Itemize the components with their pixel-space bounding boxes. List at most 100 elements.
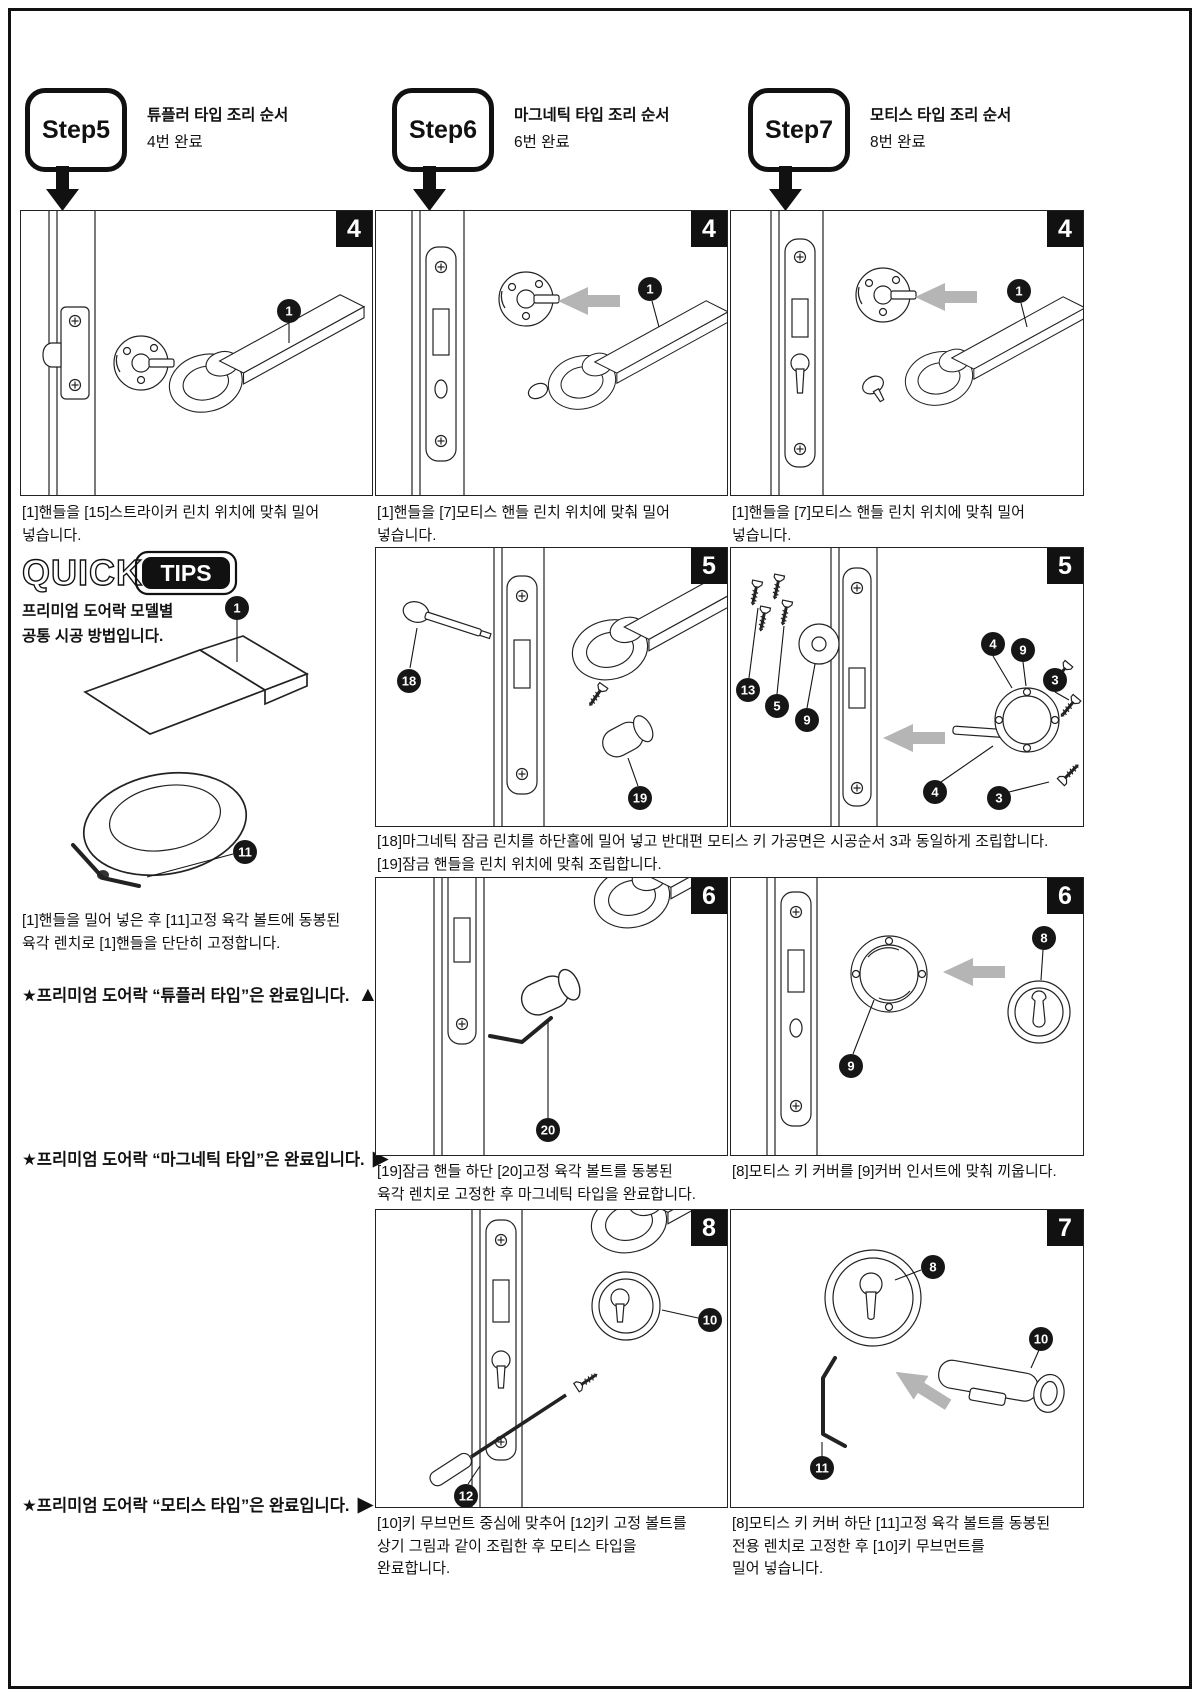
svg-text:1: 1: [1015, 284, 1022, 299]
lever-handle: [899, 296, 1083, 413]
quick-tips-logo: QUICK TIPS: [21, 550, 238, 596]
callout-10: 10: [698, 1308, 722, 1332]
down-arrow-icon: [46, 166, 79, 211]
callout-11: 11: [233, 840, 257, 864]
screw: [776, 598, 795, 629]
panel-step6-4: 4 1: [375, 210, 728, 496]
step7-badge: Step7: [748, 88, 850, 172]
svg-text:12: 12: [459, 1489, 473, 1504]
caption-step6-6: [19]잠금 핸들 하단 [20]고정 육각 볼트를 동봉된 육각 렌치로 고정…: [377, 1163, 696, 1203]
svg-text:20: 20: [541, 1123, 555, 1138]
hex-wrench-icon: [71, 843, 141, 888]
svg-text:19: 19: [633, 791, 647, 806]
callout-1: 1: [1007, 279, 1031, 303]
step5-title: 튜플러 타입 조리 순서: [147, 107, 289, 124]
panel-number-badge: 6: [1047, 878, 1083, 914]
svg-text:4: 4: [931, 785, 939, 800]
callout-13: 13: [736, 678, 760, 702]
lock-thumbturn: [515, 965, 585, 1021]
note-mortise-complete: ★프리미엄 도어락 “모티스 타입”은 완료입니다. ▶: [22, 1492, 374, 1516]
push-arrow-icon: [883, 724, 945, 752]
door-edge: [433, 878, 485, 1155]
panel-step5-4: 4 1: [20, 210, 373, 496]
door-edge: [830, 548, 878, 826]
callout-10: 10: [1029, 1327, 1053, 1351]
callout-18: 18: [397, 669, 421, 693]
door-edge: [766, 878, 818, 1155]
step7-subtitle: 8번 완료: [870, 134, 926, 152]
step7-title: 모티스 타입 조리 순서: [870, 107, 1012, 124]
handle-fixing-illustration: 1 11: [71, 596, 309, 888]
oval-part: [527, 382, 549, 400]
screw: [746, 578, 765, 609]
svg-text:4: 4: [989, 637, 997, 652]
callout-9a: 9: [795, 708, 819, 732]
svg-text:9: 9: [1019, 643, 1026, 658]
cylinder-cam-part: [862, 375, 885, 403]
panel-number-badge: 5: [1047, 548, 1083, 584]
svg-text:3: 3: [995, 791, 1002, 806]
lock-thumbturn: [597, 712, 658, 763]
svg-text:18: 18: [402, 674, 416, 689]
panel-number-badge: 6: [691, 878, 727, 914]
door-edge: [493, 548, 545, 826]
door-edge: [411, 211, 465, 495]
panel-number-badge: 4: [1047, 211, 1083, 247]
hex-wrench-icon: [821, 1356, 847, 1448]
callout-9b: 9: [1011, 638, 1035, 662]
screwdriver-handle: [429, 1452, 473, 1487]
svg-text:1: 1: [233, 601, 240, 616]
step5-badge: Step5: [25, 88, 127, 172]
caption-row2: [18]마그네틱 잠금 린치를 하단홀에 밀어 넣고 반대편 모티스 키 가공면…: [377, 833, 1049, 873]
svg-text:9: 9: [803, 713, 810, 728]
panel-number-badge: 4: [691, 211, 727, 247]
panel-number-badge: 8: [691, 1210, 727, 1246]
quick-logo-text: QUICK: [22, 552, 143, 593]
screw: [768, 572, 787, 603]
mortise-key-cover: [1007, 980, 1071, 1044]
screw: [1055, 692, 1083, 722]
push-arrow-icon: [558, 287, 620, 315]
svg-text:3: 3: [1051, 673, 1058, 688]
thumbturn-fixing-illustration: 20: [433, 878, 727, 1155]
callout-1: 1: [225, 596, 249, 620]
door-edge: [471, 1210, 523, 1507]
step6-title: 마그네틱 타입 조리 순서: [514, 107, 670, 124]
handle-rose: [82, 771, 248, 877]
panel-step7-5: 5 13 5: [730, 547, 1084, 827]
rose-mechanism: [113, 335, 175, 391]
key-rose: [591, 1271, 661, 1341]
key-movement: [610, 1288, 630, 1323]
step5-subtitle: 4번 완료: [147, 134, 203, 152]
magnetic-latch-pin: [402, 601, 492, 640]
screw: [1055, 759, 1083, 788]
step5-header: Step5 튜플러 타입 조리 순서 4번 완료: [25, 88, 289, 211]
caption-step6-8: [10]키 무브먼트 중심에 맞추어 [12]키 고정 볼트를 상기 그림과 같…: [377, 1515, 687, 1577]
callout-12: 12: [454, 1484, 478, 1507]
svg-text:10: 10: [1034, 1332, 1048, 1347]
callout-20: 20: [536, 1118, 560, 1142]
down-arrow-icon: [413, 166, 446, 211]
panel-step6-6: 6 20: [375, 877, 728, 1156]
caption-step6-4: [1]핸들을 [7]모티스 핸들 린치 위치에 맞춰 밀어 넣습니다.: [377, 504, 670, 544]
note-tubular-complete: ★프리미엄 도어락 “튜플러 타입”은 완료입니다. ▲: [22, 982, 379, 1006]
svg-text:11: 11: [815, 1461, 829, 1476]
panel-step7-4: 4 1: [730, 210, 1084, 496]
mounting-ring: [994, 687, 1060, 753]
down-arrow-icon: [769, 166, 802, 211]
key-fixing-bolt: [572, 1368, 602, 1394]
triangle-up-icon: ▲: [357, 982, 379, 1006]
cylinder-insert-illustration: 8 10 11: [810, 1249, 1065, 1480]
door-edge: [770, 211, 824, 495]
callout-5: 5: [765, 694, 789, 718]
magnetic-latch-illustration: 18 19: [397, 548, 727, 826]
svg-text:5: 5: [773, 699, 780, 714]
callout-4a: 4: [981, 632, 1005, 656]
tubular-handle-illustration: 1: [42, 211, 365, 495]
callout-1: 1: [638, 277, 662, 301]
step6-subtitle: 6번 완료: [514, 134, 570, 152]
panel-number-badge: 7: [1047, 1210, 1083, 1246]
step7-header: Step7 모티스 타입 조리 순서 8번 완료: [748, 88, 1012, 211]
panel-number-badge: 5: [691, 548, 727, 584]
